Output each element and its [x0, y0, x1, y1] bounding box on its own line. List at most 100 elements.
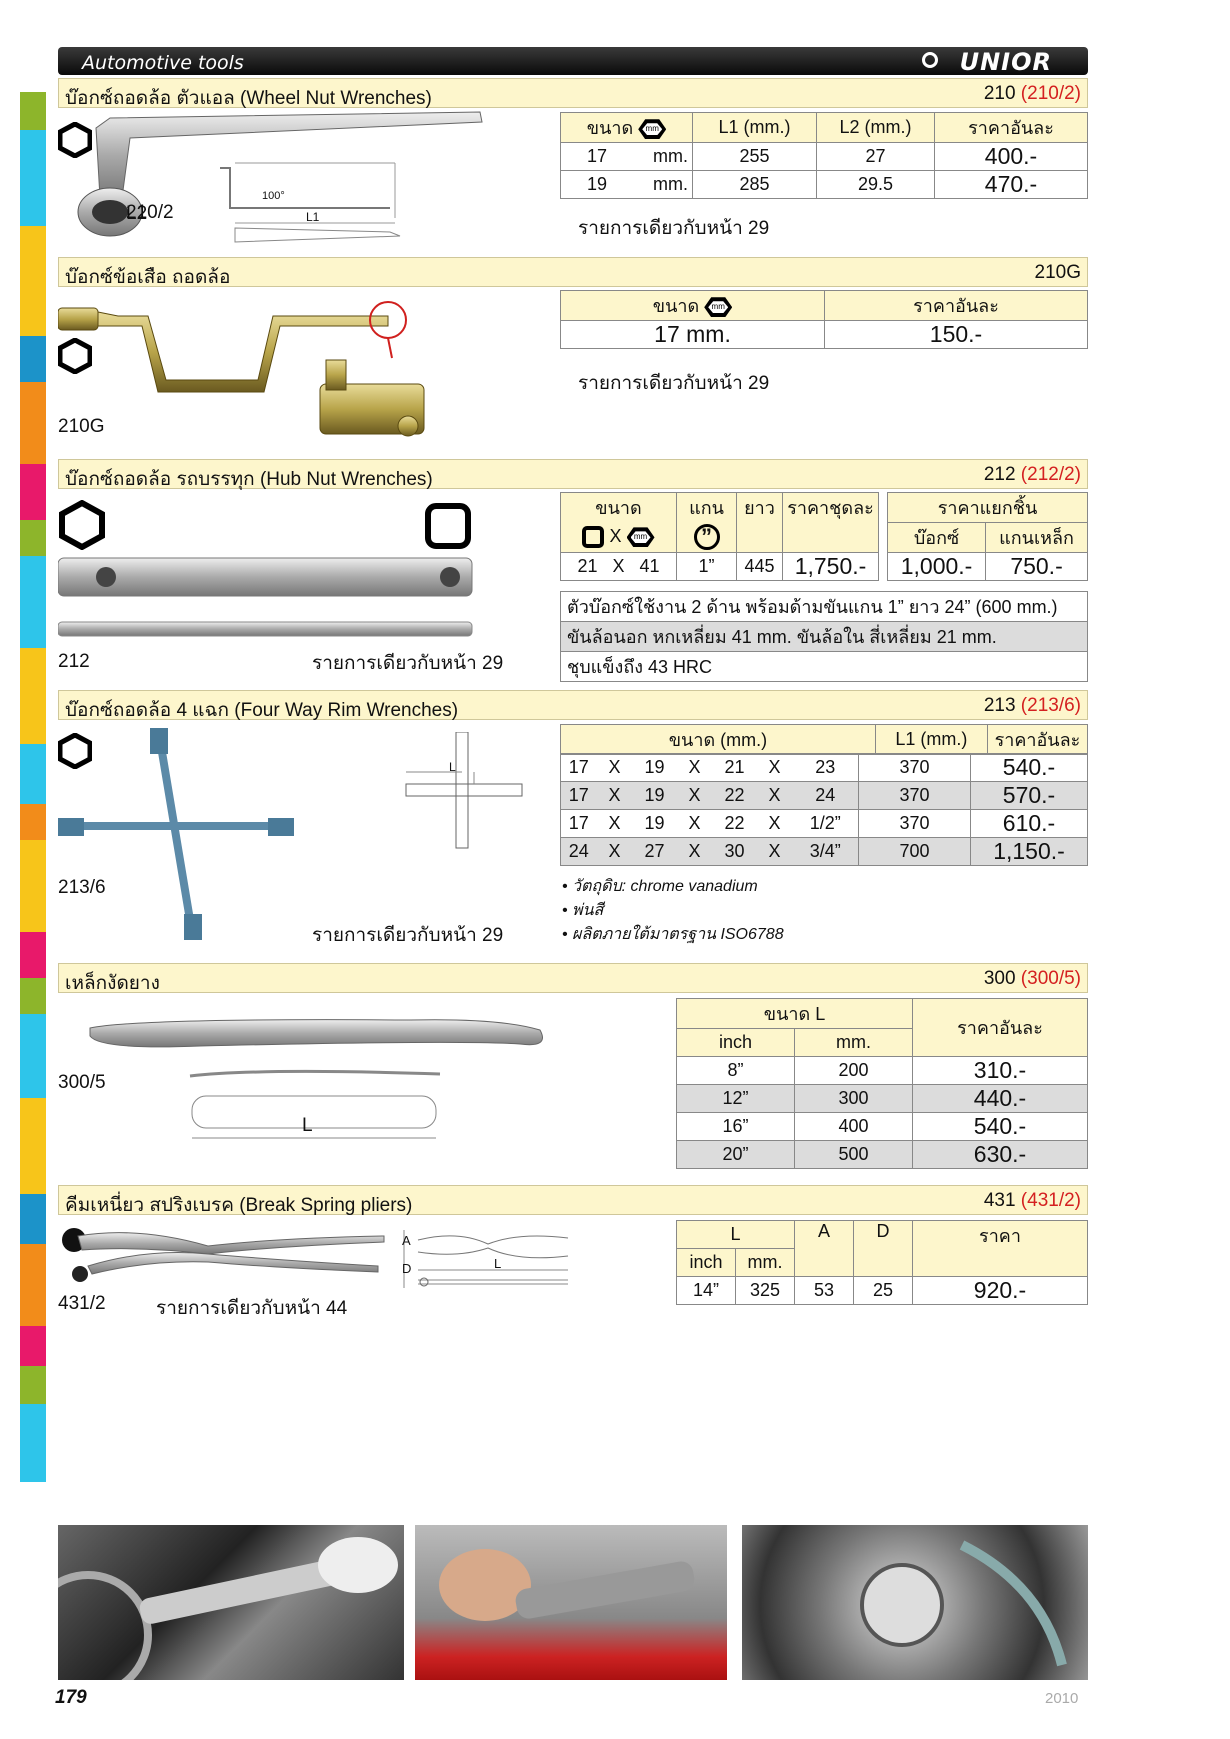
cross-reference-note: รายการเดียวกับหน้า 29	[312, 653, 504, 674]
photo-wrench-in-use	[415, 1525, 727, 1680]
column-header: ขนาด	[560, 290, 825, 321]
column-header: L1 (mm.)	[692, 112, 818, 143]
mm-hex-icon	[626, 527, 655, 548]
index-tab	[20, 804, 46, 840]
index-tab	[20, 1326, 46, 1366]
photo-brake-assembly	[742, 1525, 1088, 1680]
brand-logo-icon	[922, 52, 938, 68]
column-header: D	[853, 1220, 913, 1277]
section-code: 431 (431/2)	[983, 1190, 1081, 1211]
column-header: inch	[676, 1028, 795, 1057]
column-header: inch	[676, 1248, 736, 1277]
column-header: ราคาอันละ	[824, 290, 1088, 321]
index-tab	[20, 92, 46, 130]
color-index-tabs	[20, 92, 46, 1482]
product-code-213-6: 213/6	[58, 877, 106, 898]
column-header: L1 (mm.)	[874, 724, 988, 755]
feature-list: • วัตถุดิบ: chrome vanadium • พ่นสี • ผล…	[562, 875, 784, 947]
column-header: ราคาอันละ	[986, 724, 1089, 755]
description-row: ตัวบ๊อกซ์ใช้งาน 2 ด้าน พร้อมด้ามขันแกน 1…	[560, 591, 1088, 622]
index-tab	[20, 382, 46, 464]
index-tab	[20, 1098, 46, 1194]
section-code: 212 (212/2)	[983, 464, 1081, 485]
index-tab	[20, 1366, 46, 1404]
column-header: mm.	[735, 1248, 795, 1277]
index-tab	[20, 520, 46, 556]
category-title: Automotive tools	[82, 52, 244, 74]
cross-reference-note: รายการเดียวกับหน้า 29	[312, 925, 504, 946]
square-socket-icon	[425, 503, 471, 549]
index-tab	[20, 556, 46, 648]
brake-spring-pliers-image	[62, 1228, 385, 1282]
section-header-431: คีมเหนี่ยว สปริงเบรค (Break Spring plier…	[58, 1185, 1088, 1216]
column-header: ราคาอันละ	[934, 112, 1088, 143]
hex-socket-icon	[58, 733, 92, 769]
product-code-210-2: 210/2	[126, 202, 174, 223]
column-header: ขนาด L	[676, 998, 913, 1029]
column-header: L2 (mm.)	[816, 112, 936, 143]
section-title: บ๊อกซ์ถอดล้อ ตัวแอล (Wheel Nut Wrenches)	[65, 88, 432, 109]
hub-nut-wrench-image	[58, 557, 473, 637]
column-header: ขนาด (mm.)	[560, 724, 876, 755]
index-tab	[20, 1404, 46, 1482]
product-code-210g: 210G	[58, 416, 105, 437]
column-header: mm.	[794, 1028, 913, 1057]
diagram-label-d: D	[402, 1261, 412, 1276]
section-code: 210G	[1034, 262, 1081, 283]
section-title: บ๊อกซ์ข้อเสือ ถอดล้อ	[65, 267, 231, 288]
diagram-angle: 100°	[262, 190, 285, 202]
category-bar: Automotive tools UNIOR	[58, 47, 1088, 76]
section-header-210g: บ๊อกซ์ข้อเสือ ถอดล้อ 210G	[58, 257, 1088, 288]
index-tab	[20, 464, 46, 520]
section-title: คีมเหนี่ยว สปริงเบรค (Break Spring plier…	[65, 1195, 413, 1216]
four-way-wrench-diagram	[405, 732, 523, 849]
section-code: 300 (300/5)	[983, 968, 1081, 989]
section-header-213: บ๊อกซ์ถอดล้อ 4 แฉก (Four Way Rim Wrenche…	[58, 690, 1088, 721]
mm-hex-icon	[704, 297, 733, 318]
cross-reference-note: รายการเดียวกับหน้า 44	[156, 1298, 348, 1319]
product-code-300-5: 300/5	[58, 1072, 106, 1093]
column-header: ยาว	[736, 492, 783, 523]
diagram-label-l1: L1	[306, 210, 320, 224]
section-header-212: บ๊อกซ์ถอดล้อ รถบรรทุก (Hub Nut Wrenches)…	[58, 459, 1088, 490]
index-tab	[20, 226, 46, 336]
feature-item: • วัตถุดิบ: chrome vanadium	[562, 878, 758, 895]
table-row: 17 mm. 150.-	[560, 320, 1088, 349]
column-header: A	[794, 1220, 854, 1277]
section-header-210: บ๊อกซ์ถอดล้อ ตัวแอล (Wheel Nut Wrenches)…	[58, 78, 1088, 109]
four-way-rim-wrench-image	[58, 728, 294, 940]
index-tab	[20, 336, 46, 382]
section-header-300: เหล็กงัดยาง 300 (300/5)	[58, 963, 1088, 994]
index-tab	[20, 840, 46, 932]
column-header: บ๊อกซ์	[886, 522, 987, 553]
diagram-label-l2: L2	[126, 203, 148, 224]
product-code-212: 212	[58, 651, 90, 672]
description-row: ชุบแข็งถึง 43 HRC	[560, 651, 1088, 682]
column-header: L	[676, 1220, 795, 1249]
feature-item: • พ่นสี	[562, 902, 604, 919]
column-header: ราคาแยกชิ้น	[887, 492, 1088, 523]
spec-table-213: ขนาด (mm.) L1 (mm.) ราคาอันละ	[560, 724, 1089, 755]
spec-table-210g: ขนาด ราคาอันละ 17 mm. 150.-	[560, 290, 1088, 349]
hex-socket-icon	[59, 500, 105, 550]
diagram-label-l: L	[302, 1115, 313, 1136]
description-row: ขันล้อนอก หกเหลี่ยม 41 mm. ขันล้อใน สี่เ…	[560, 621, 1088, 652]
description-table-212: ตัวบ๊อกซ์ใช้งาน 2 ด้าน พร้อมด้ามขันแกน 1…	[560, 591, 1088, 682]
hex-socket-icon	[58, 338, 92, 374]
page-number: 179	[55, 1687, 87, 1708]
wheel-nut-wrench-image	[77, 111, 483, 243]
section-title: เหล็กงัดยาง	[65, 973, 160, 994]
index-tab	[20, 1244, 46, 1326]
product-code-431-2: 431/2	[58, 1293, 106, 1314]
